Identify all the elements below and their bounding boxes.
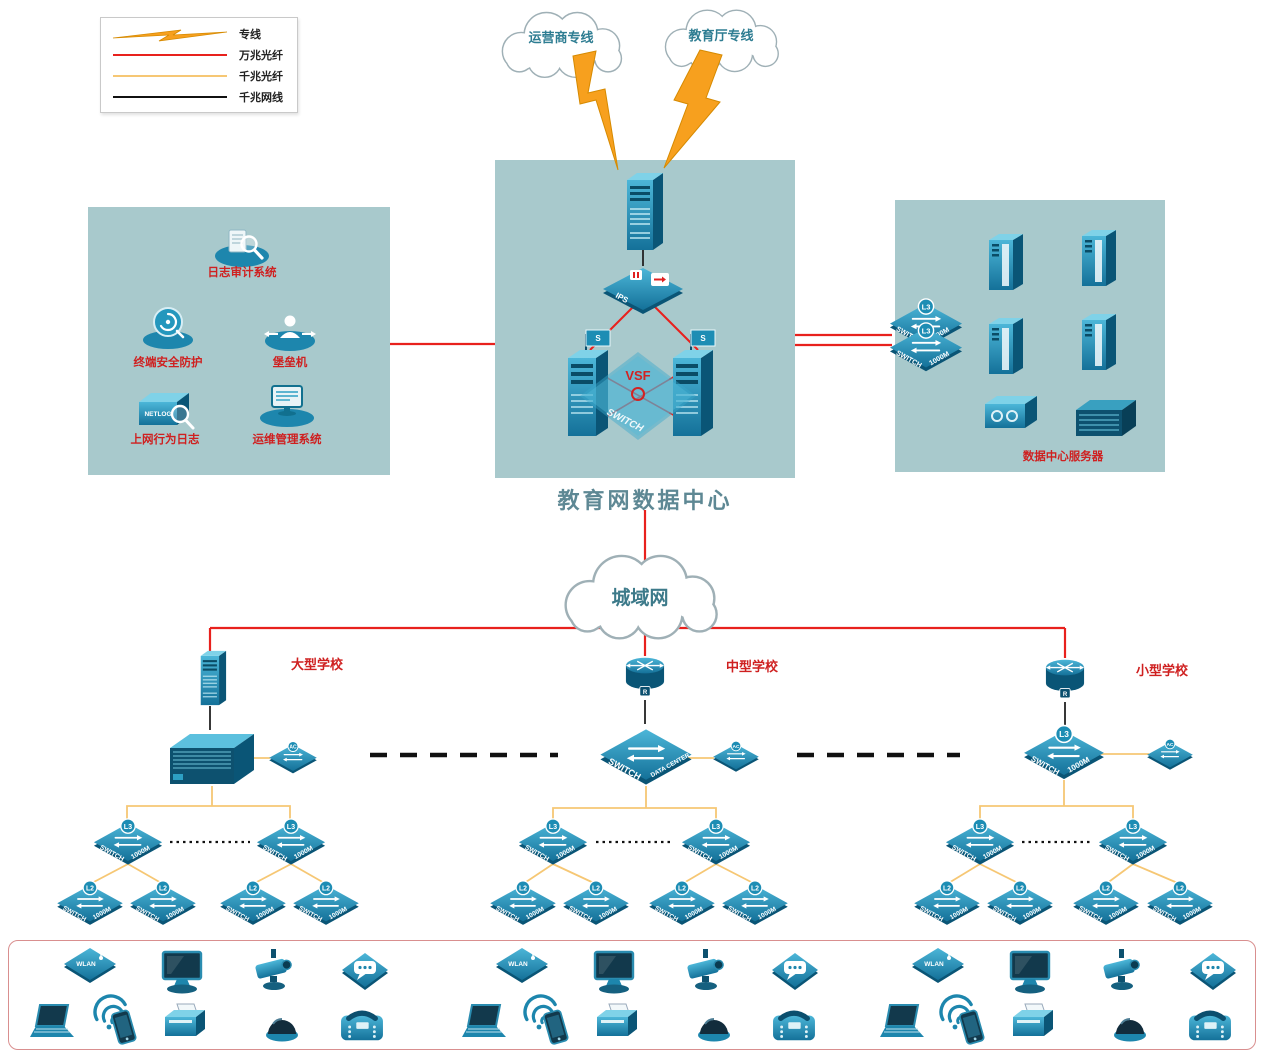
rack-server-icon — [989, 318, 1023, 374]
l2-switch-icon — [489, 880, 557, 926]
log-audit-icon — [213, 228, 271, 268]
rack-server-icon — [1082, 314, 1116, 370]
isp-cloud-label: 运营商专线 — [528, 30, 594, 45]
dome-camera-icon — [1113, 1018, 1147, 1043]
label-ops-management: 运维管理系统 — [252, 434, 322, 446]
endpoint-security-icon — [141, 306, 195, 350]
tape-storage-icon — [984, 395, 1038, 429]
l2-switch-icon — [913, 880, 981, 926]
l2-switch-icon — [721, 880, 789, 926]
desktop-icon — [161, 950, 203, 995]
ops-management-icon — [259, 385, 315, 428]
legend-row: 千兆网线 — [109, 89, 289, 105]
smartphone-icon — [958, 1008, 986, 1046]
l3-switch-icon — [1098, 818, 1168, 866]
firewall-icon — [627, 173, 663, 250]
legend-label: 千兆网线 — [239, 91, 283, 104]
l2-switch-icon — [648, 880, 716, 926]
l3-switch-icon — [945, 818, 1015, 866]
dc-core-switch-icon — [599, 728, 693, 786]
ptz-camera-icon — [1102, 948, 1142, 991]
desk-phone-icon — [773, 1013, 815, 1040]
wlan-ap-icon — [63, 947, 117, 984]
l2-switch-icon — [1072, 880, 1140, 926]
ac-controller-icon — [1146, 738, 1194, 771]
im-device-icon — [772, 953, 818, 990]
l3-switch-icon — [256, 818, 326, 866]
printer-icon — [596, 1003, 638, 1037]
ac-controller-icon — [712, 740, 760, 773]
label-dc-servers: 数据中心服务器 — [1022, 451, 1104, 463]
label-netlog: 上网行为日志 — [130, 434, 200, 446]
ptz-camera-icon — [254, 948, 294, 991]
l2-switch-icon — [129, 880, 197, 926]
legend-label: 千兆光纤 — [239, 70, 283, 83]
core-chassis-icon — [169, 733, 255, 785]
l3-core-switch-icon — [1023, 724, 1105, 781]
l3-switch-icon — [93, 818, 163, 866]
router-icon — [1045, 659, 1085, 699]
datacenter-title: 教育网数据中心 — [557, 488, 733, 513]
label-small-school: 小型学校 — [1135, 663, 1188, 678]
legend-label: 专线 — [239, 28, 261, 41]
l3-switch-icon — [518, 818, 588, 866]
printer-icon — [1012, 1003, 1054, 1037]
yellow-line-legend-icon — [109, 74, 231, 77]
wlan-ap-icon — [911, 947, 965, 984]
laptop-icon — [29, 1004, 75, 1038]
dome-camera-icon — [265, 1018, 299, 1043]
legend-label: 万兆光纤 — [239, 49, 283, 62]
smartphone-icon — [110, 1008, 138, 1046]
device-icons — [29, 9, 1236, 1046]
ips-device-icon — [602, 267, 684, 315]
wlan-ap-icon — [495, 947, 549, 984]
desktop-icon — [593, 950, 635, 995]
dome-camera-icon — [697, 1018, 731, 1043]
legend-row: 千兆光纤 — [109, 68, 289, 84]
im-device-icon — [342, 953, 388, 990]
printer-icon — [164, 1003, 206, 1037]
rack-server-icon — [989, 234, 1023, 290]
lightning-bolt-icon — [663, 49, 723, 169]
rack-storage-icon — [1075, 399, 1137, 437]
edu-cloud-label: 教育厅专线 — [688, 28, 754, 43]
l3-switch-icon — [681, 818, 751, 866]
rack-server-icon — [1082, 230, 1116, 286]
l2-switch-icon — [562, 880, 630, 926]
lightning-bolts — [572, 49, 723, 171]
desktop-icon — [1009, 950, 1051, 995]
terminal-zone — [8, 940, 1256, 1050]
lightning-bolt-icon — [572, 50, 619, 171]
l2-switch-icon — [986, 880, 1054, 926]
netlog-icon — [137, 391, 195, 430]
router-icon — [625, 657, 665, 697]
label-log-audit: 日志审计系统 — [207, 267, 277, 279]
l2-switch-icon — [1146, 880, 1214, 926]
bastion-host-icon — [263, 314, 317, 352]
laptop-icon — [461, 1004, 507, 1038]
label-large-school: 大型学校 — [290, 657, 343, 672]
ptz-camera-icon — [686, 948, 726, 991]
label-endpoint-security: 终端安全防护 — [133, 357, 203, 369]
legend: 专线 万兆光纤 千兆光纤 千兆网线 — [100, 17, 298, 113]
im-device-icon — [1190, 953, 1236, 990]
core-switch-right-icon — [672, 329, 716, 437]
man-cloud-label: 城域网 — [611, 588, 669, 609]
ac-controller-icon — [268, 740, 318, 775]
label-medium-school: 中型学校 — [725, 659, 778, 674]
laptop-icon — [879, 1004, 925, 1038]
smartphone-icon — [542, 1008, 570, 1046]
red-line-legend-icon — [109, 53, 231, 56]
lightning-legend-icon — [109, 26, 231, 42]
l2-switch-icon — [56, 880, 124, 926]
l2-switch-icon — [219, 880, 287, 926]
desk-phone-icon — [341, 1013, 383, 1040]
school-server-icon — [200, 650, 227, 706]
desk-phone-icon — [1189, 1013, 1231, 1040]
label-bastion-host: 堡垒机 — [272, 357, 308, 369]
legend-row: 万兆光纤 — [109, 47, 289, 63]
black-line-legend-icon — [109, 95, 231, 98]
l2-switch-icon — [292, 880, 360, 926]
legend-row: 专线 — [109, 26, 289, 42]
